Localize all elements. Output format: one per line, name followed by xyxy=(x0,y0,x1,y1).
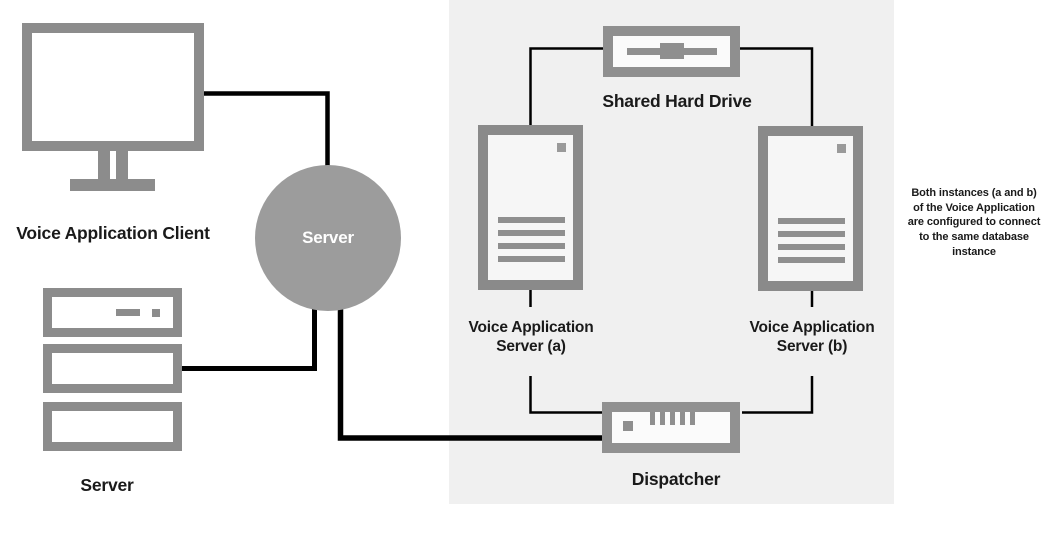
tower-vent-icon xyxy=(778,231,845,237)
tower-vent-icon xyxy=(778,218,845,224)
server-rack-icon xyxy=(43,344,182,393)
switch-led-icon xyxy=(623,421,633,431)
tower-vent-icon xyxy=(498,243,565,249)
connector-rack-hub xyxy=(182,302,317,371)
circle-node-icon: Server xyxy=(255,165,401,311)
tower-vent-icon xyxy=(498,256,565,262)
rack-label: Server xyxy=(80,475,134,495)
rack-led-icon xyxy=(152,309,160,317)
dispatcher-label: Dispatcher xyxy=(631,469,721,489)
connector-server-b-dispatcher xyxy=(742,376,814,414)
tower-server-icon xyxy=(478,125,583,290)
network-switch-icon xyxy=(602,402,740,453)
tower-led-icon xyxy=(837,144,846,153)
hub-label: Server xyxy=(302,228,354,247)
tower-vent-icon xyxy=(778,257,845,263)
switch-port-icon xyxy=(670,412,675,425)
hard-drive-head-icon xyxy=(660,43,684,59)
switch-port-icon xyxy=(680,412,685,425)
connector-server-a-dispatcher xyxy=(529,376,602,414)
database-note: Both instances (a and b) of the Voice Ap… xyxy=(907,187,1041,258)
monitor-icon xyxy=(22,23,204,151)
shared-hard-drive-label: Shared Hard Drive xyxy=(602,91,752,111)
tower-vent-icon xyxy=(498,217,565,223)
tower-vent-icon xyxy=(778,244,845,250)
switch-port-icon xyxy=(690,412,695,425)
connector-client-hub xyxy=(202,91,330,170)
server-rack-icon xyxy=(43,402,182,451)
connector-harddrive-server-b xyxy=(740,47,814,128)
client-label: Voice Application Client xyxy=(16,223,210,243)
rack-drive-slot-icon xyxy=(116,309,140,316)
tower-server-icon xyxy=(758,126,863,291)
monitor-stand-base xyxy=(70,179,155,191)
tower-vent-icon xyxy=(498,230,565,236)
tower-led-icon xyxy=(557,143,566,152)
switch-port-icon xyxy=(650,412,655,425)
server-rack-icon xyxy=(43,288,182,337)
monitor-stand-leg xyxy=(116,151,128,179)
server-b-label: Voice Application Server (b) xyxy=(749,319,875,355)
hard-drive-icon xyxy=(603,26,740,77)
connector-harddrive-server-a xyxy=(529,47,603,127)
connector-hub-dispatcher xyxy=(337,303,602,441)
switch-port-icon xyxy=(660,412,665,425)
monitor-stand-leg xyxy=(98,151,110,179)
server-a-label: Voice Application Server (a) xyxy=(468,319,594,355)
